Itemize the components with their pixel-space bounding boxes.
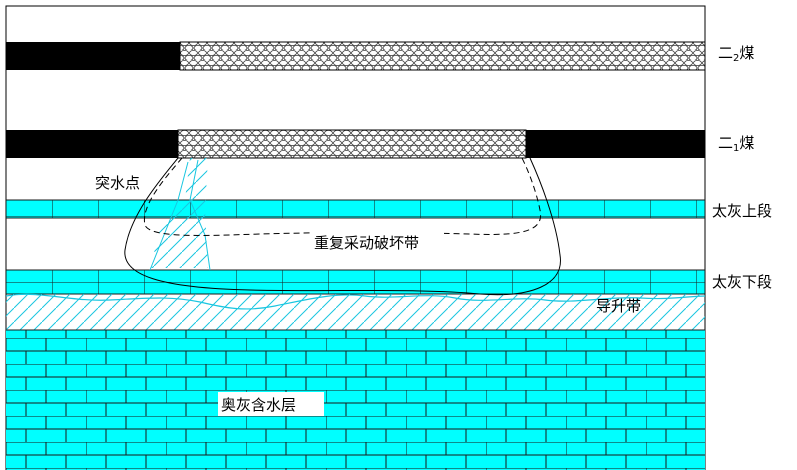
coal-seam-2-1-label: 二1煤 [718,134,754,154]
ordovician-aquifer-layer [6,330,705,470]
coal-seam-2-2-solid [6,42,180,70]
conductive-rise-boundary [6,293,705,310]
coal-seam-2-2-gob [179,41,705,71]
taihui-lower-label: 太灰下段 [712,273,772,291]
repeated-mining-zone-outline [124,157,561,296]
taihui-upper-label: 太灰上段 [712,202,772,220]
taihui-upper-layer [6,199,705,219]
coal-seam-2-1-right-solid [526,130,705,158]
fissure-line-2 [149,161,189,271]
coal-seam-2-1-gob [177,129,527,159]
taihui-lower-layer [6,269,705,295]
conductive-rise-zone-label: 导升带 [596,297,641,315]
coal-seam-2-2-label: 二2煤 [718,44,754,64]
inrush-point-label: 突水点 [95,174,140,192]
fissure-line-1 [189,159,211,271]
inrush-hatch-channel [150,158,208,268]
ordovician-aquifer-label: 奥灰含水层 [221,396,296,414]
coal-seam-2-1-left-solid [6,130,178,158]
repeated-mining-zone-label: 重复采动破坏带 [314,234,419,252]
